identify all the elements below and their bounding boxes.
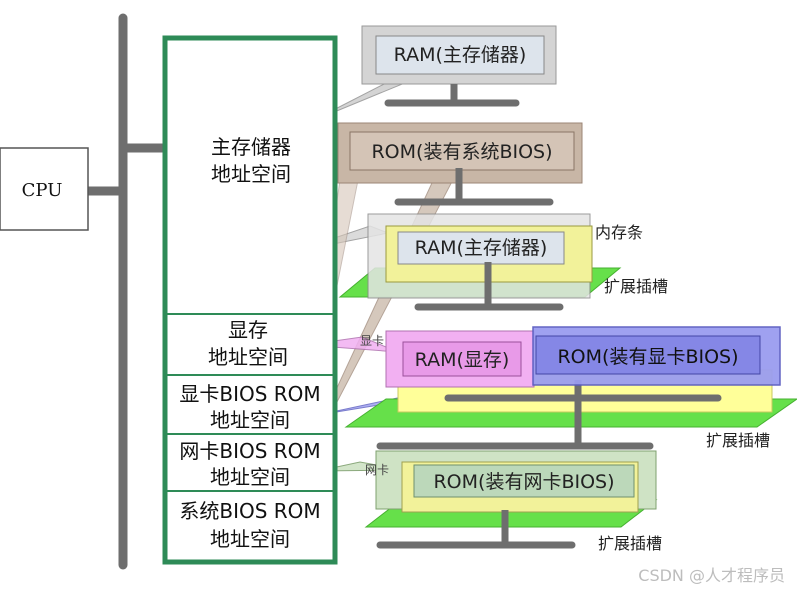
region-nic-bios: 网卡BIOS ROM 地址空间 bbox=[179, 439, 320, 489]
network-card-label: 网卡 bbox=[365, 463, 389, 477]
region-system-bios-line1: 系统BIOS ROM bbox=[179, 499, 320, 523]
rom-video-bios-label: ROM(装有显卡BIOS) bbox=[557, 346, 738, 368]
region-system-bios-line2: 地址空间 bbox=[210, 527, 290, 551]
region-system-bios: 系统BIOS ROM 地址空间 bbox=[179, 499, 320, 551]
region-video-memory-line2: 地址空间 bbox=[208, 345, 288, 369]
region-main-memory-line2: 地址空间 bbox=[211, 162, 291, 186]
ram-main-module-label: RAM(主存储器) bbox=[415, 237, 548, 259]
video-card-label: 显卡 bbox=[360, 334, 384, 348]
expansion-slot-label-2: 扩展插槽 bbox=[706, 431, 770, 450]
expansion-slot-label-1: 扩展插槽 bbox=[604, 277, 668, 296]
region-nic-bios-line2: 地址空间 bbox=[210, 465, 290, 489]
region-video-bios-line2: 地址空间 bbox=[210, 408, 290, 432]
expansion-slot-label-3: 扩展插槽 bbox=[598, 534, 662, 553]
memory-module-label: 内存条 bbox=[595, 223, 643, 242]
network-card: ROM(装有网卡BIOS) bbox=[364, 450, 658, 549]
region-main-memory-line1: 主存储器 bbox=[211, 135, 291, 159]
region-video-bios: 显卡BIOS ROM 地址空间 bbox=[179, 382, 320, 432]
system-bus bbox=[88, 13, 165, 570]
rom-nic-bios-label: ROM(装有网卡BIOS) bbox=[433, 471, 614, 493]
memory-module: RAM(主存储器) bbox=[338, 213, 622, 311]
ram-video-label: RAM(显存) bbox=[415, 349, 510, 371]
address-space-column: 主存储器 地址空间 显存 地址空间 显卡BIOS ROM 地址空间 网卡BIOS… bbox=[162, 35, 338, 565]
rom-system-bios-label: ROM(装有系统BIOS) bbox=[371, 141, 552, 163]
cpu-box: CPU bbox=[0, 147, 89, 231]
video-card: RAM(显存) ROM(装有显卡BIOS) bbox=[344, 326, 797, 450]
region-video-memory: 显存 地址空间 bbox=[208, 318, 288, 369]
region-main-memory: 主存储器 地址空间 bbox=[211, 135, 291, 186]
region-video-bios-line1: 显卡BIOS ROM bbox=[179, 382, 320, 406]
watermark: CSDN @人才程序员 bbox=[638, 566, 785, 585]
region-nic-bios-line1: 网卡BIOS ROM bbox=[179, 439, 320, 463]
region-video-memory-line1: 显存 bbox=[228, 318, 268, 342]
cpu-label: CPU bbox=[22, 180, 63, 201]
ram-main-top-label: RAM(主存储器) bbox=[394, 44, 527, 66]
ram-main-top: RAM(主存储器) bbox=[361, 25, 557, 107]
rom-system-bios: ROM(装有系统BIOS) bbox=[337, 122, 583, 206]
